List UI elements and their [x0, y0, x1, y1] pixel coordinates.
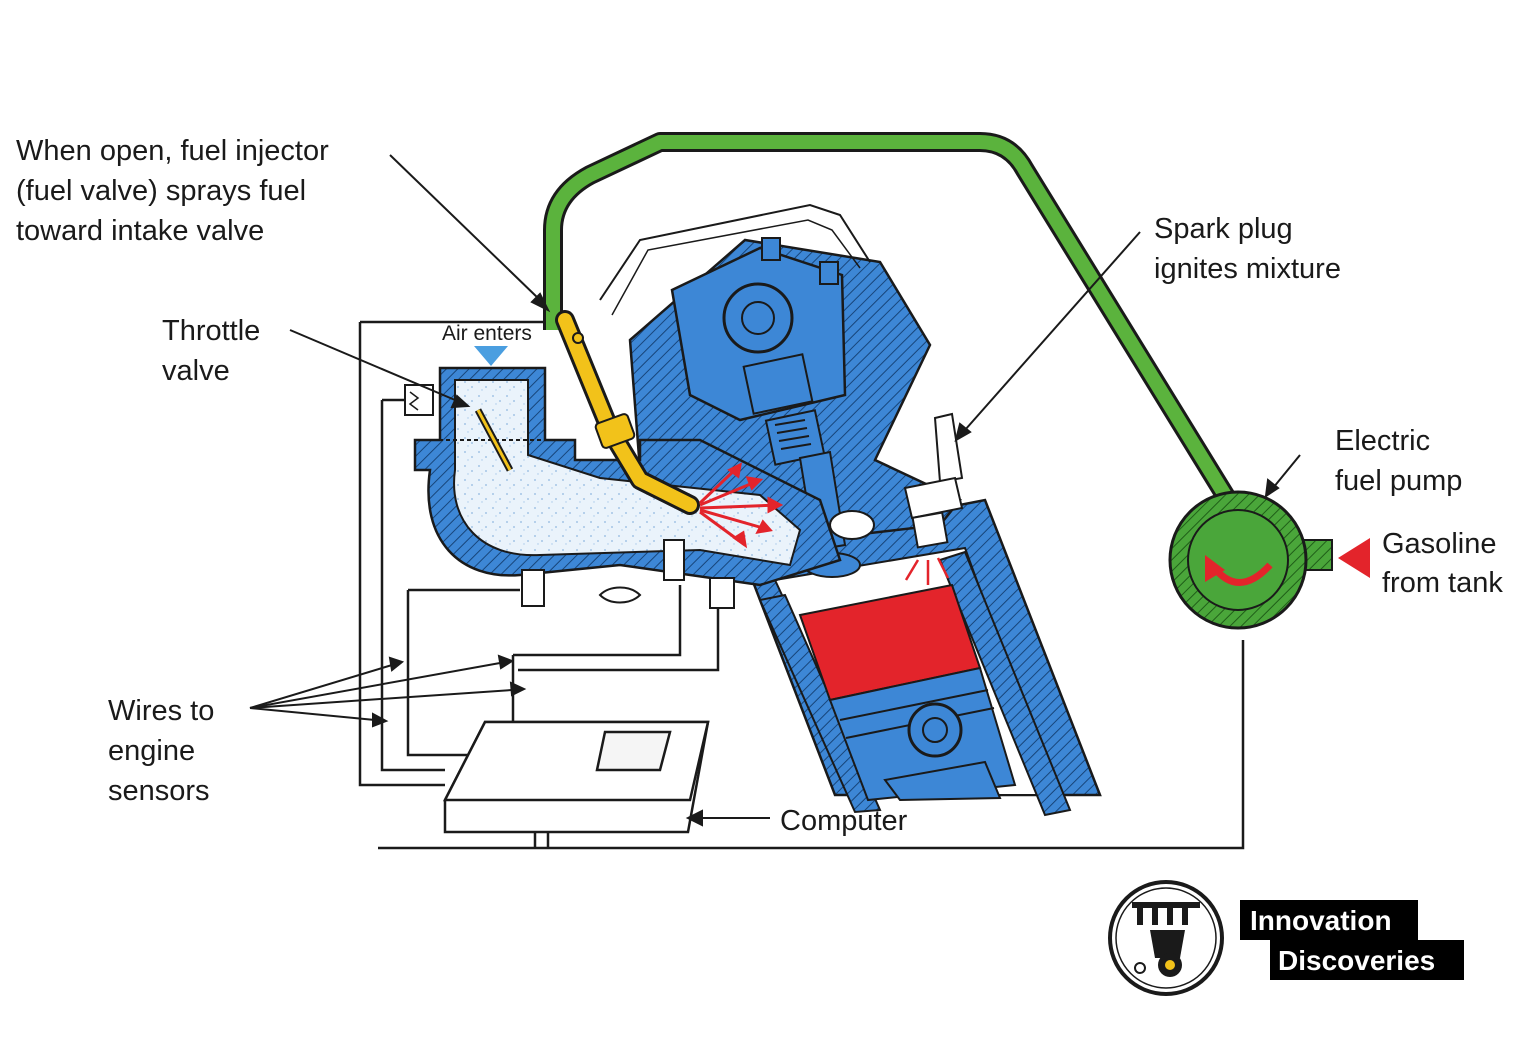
wire-coolant-sensor	[406, 588, 520, 757]
injector-label-line-1: When open, fuel injector	[16, 135, 329, 167]
computer-box	[442, 720, 710, 834]
fuel-line-fill	[546, 135, 1234, 504]
wires-label-line-1: Wires to	[108, 695, 214, 727]
electric-fuel-pump	[1168, 490, 1333, 630]
fuel-pump-label-line-2: fuel pump	[1335, 465, 1462, 497]
label-fuel-pump: Electric fuel pump	[1335, 425, 1462, 497]
spark-plug-label-line-2: ignites mixture	[1154, 253, 1341, 285]
wire-map-sensor	[511, 585, 682, 740]
injector-label-line-3: toward intake valve	[16, 215, 264, 247]
air-arrow	[474, 346, 508, 366]
computer-label: Computer	[780, 805, 908, 837]
injector-label-line-2: (fuel valve) sprays fuel	[16, 175, 306, 207]
gasoline-label-line-1: Gasoline	[1382, 528, 1496, 560]
fuel-spray	[698, 462, 784, 549]
air-enters-label: Air enters	[442, 322, 532, 345]
fuel-pump-label-line-1: Electric	[1335, 425, 1430, 457]
wires-label-line-2: engine	[108, 735, 195, 767]
spark-plug	[903, 412, 964, 585]
fuel-injector	[555, 310, 700, 515]
throttle-label-line-2: valve	[162, 355, 230, 387]
piston	[798, 583, 1017, 802]
label-fuel-injector: When open, fuel injector (fuel valve) sp…	[16, 135, 329, 247]
wires-label-line-3: sensors	[108, 775, 210, 807]
label-spark-plug: Spark plug ignites mixture	[1154, 213, 1341, 285]
wire-throttle-sensor	[380, 398, 445, 772]
leader-lines	[249, 154, 1301, 827]
throttle-label-line-1: Throttle	[162, 315, 260, 347]
wire-pump	[378, 640, 1245, 850]
logo-bar-1	[1240, 900, 1418, 940]
gasoline-arrow	[1338, 538, 1370, 578]
label-throttle-valve: Throttle valve	[162, 315, 260, 387]
label-wires: Wires to engine sensors	[108, 695, 214, 807]
spark-plug-label-line-1: Spark plug	[1154, 213, 1293, 245]
gasoline-label-line-2: from tank	[1382, 567, 1503, 599]
wire-temp-sensor	[518, 600, 720, 672]
innovation-discoveries-logo: Innovation Discoveries	[1108, 880, 1464, 996]
logo-line-1: Innovation	[1250, 905, 1392, 936]
logo-bar-2	[1270, 940, 1464, 980]
label-gasoline: Gasoline from tank	[1382, 528, 1503, 599]
wire-outer-loop	[358, 320, 545, 787]
logo-line-2: Discoveries	[1278, 945, 1435, 976]
